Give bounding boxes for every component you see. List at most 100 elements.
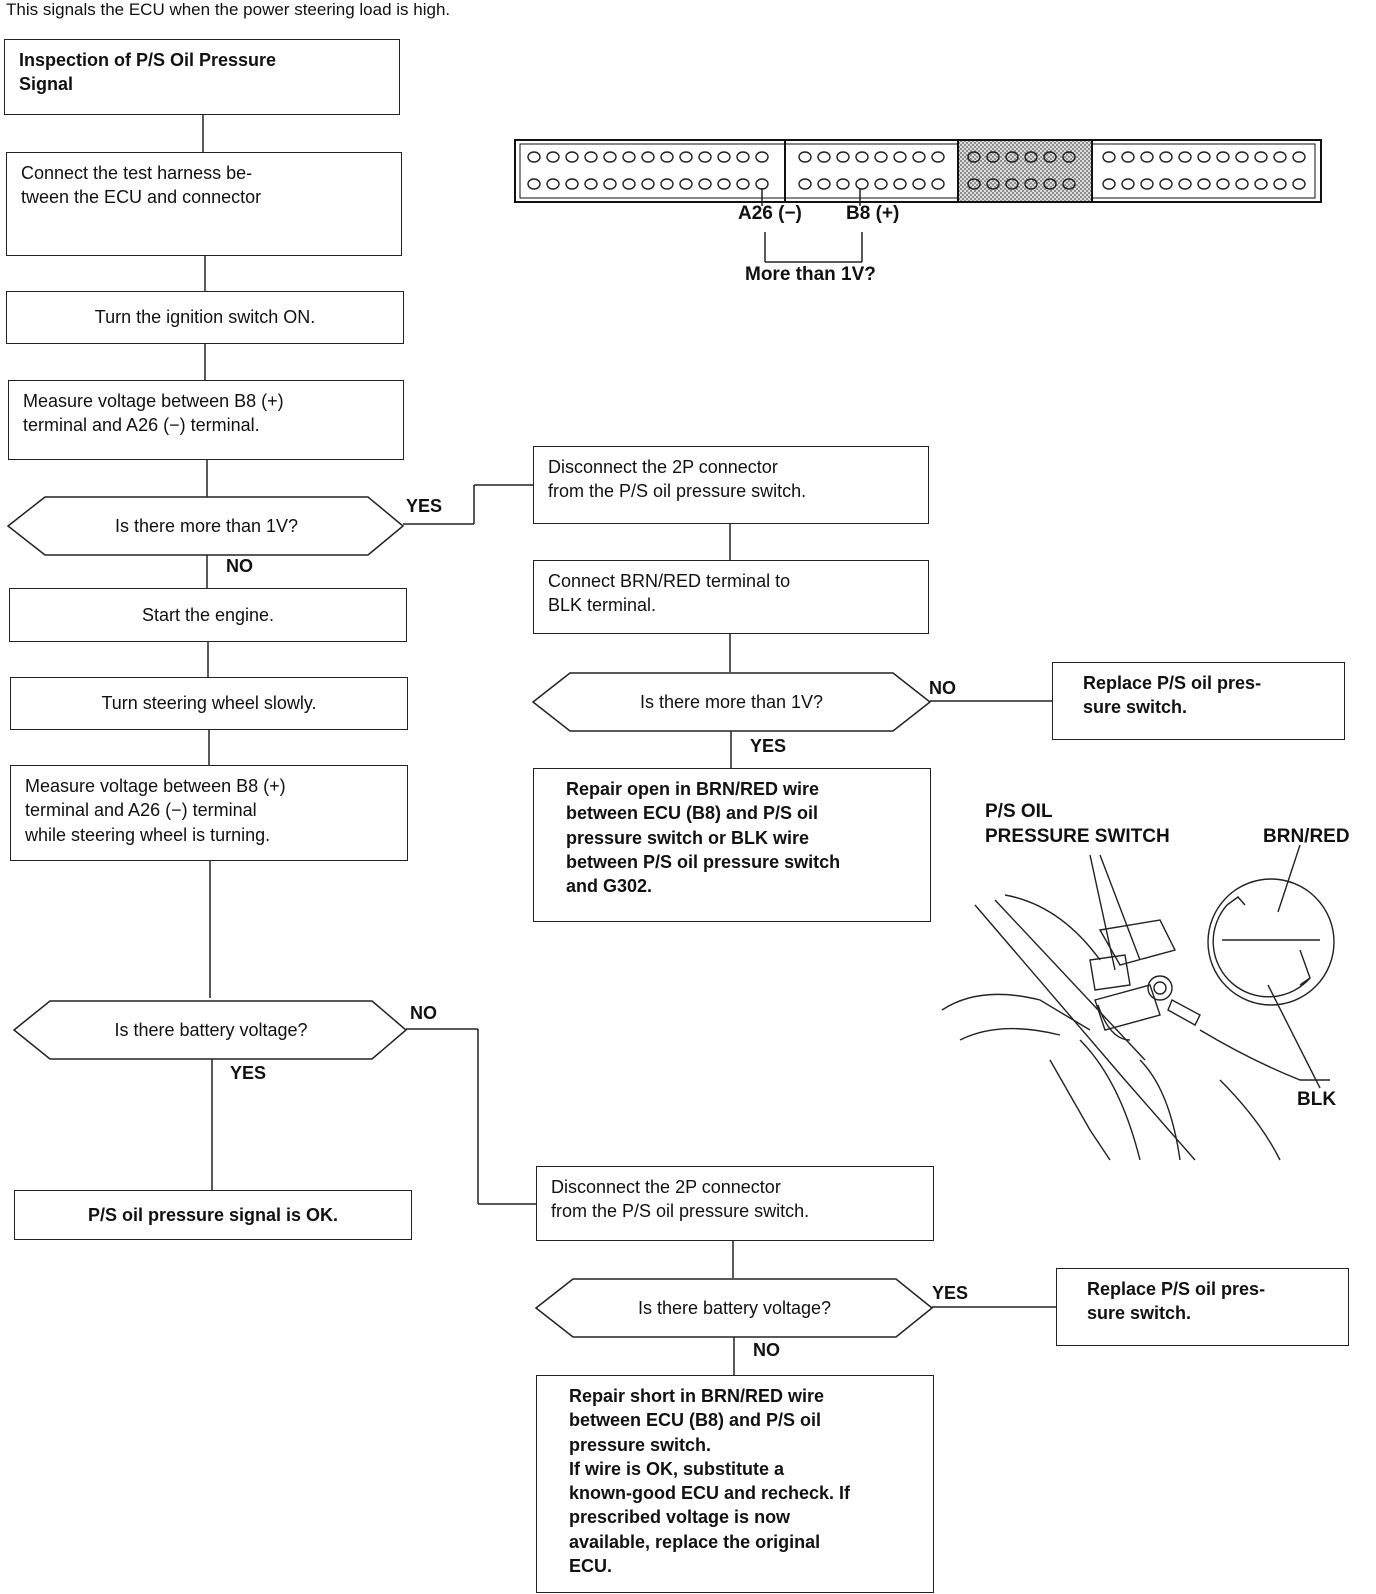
result-repair-short-line-7: available, replace the original	[569, 1531, 821, 1552]
ecu-pin-hole	[1197, 178, 1211, 190]
ecu-pin-hole	[798, 151, 812, 163]
ecu-pin-hole	[527, 151, 541, 163]
step-disconnect-2p-lower: Disconnect the 2P connector from the P/S…	[536, 1166, 934, 1241]
step-disconnect-2p-lower-line-1: Disconnect the 2P connector	[551, 1177, 781, 1197]
step-measure-voltage-line-1: Measure voltage between B8 (+)	[23, 391, 284, 411]
decision-3-no-label: NO	[929, 678, 956, 698]
step-measure-while-turning: Measure voltage between B8 (+) terminal …	[10, 765, 408, 861]
ecu-pin-hole	[817, 178, 831, 190]
ecu-pin-hole	[1197, 151, 1211, 163]
ecu-pin-hole	[1254, 151, 1268, 163]
ecu-pin-hole	[798, 178, 812, 190]
ecu-pin-hole	[584, 178, 598, 190]
ecu-pin-hole	[1062, 151, 1076, 163]
ecu-pin-hole	[1235, 178, 1249, 190]
ecu-pin-hole	[1254, 178, 1268, 190]
decision-2-yes-label: YES	[230, 1063, 267, 1083]
step-connect-harness: Connect the test harness be- tween the E…	[6, 152, 402, 256]
result-repair-open-line-5: and G302.	[566, 876, 653, 897]
step-disconnect-2p-lower-line-2: from the P/S oil pressure switch.	[551, 1201, 810, 1222]
result-repair-short-line-5: known-good ECU and recheck. If	[569, 1483, 851, 1504]
ecu-pin-hole	[717, 151, 731, 163]
ecu-pin-hole	[855, 178, 869, 190]
ecu-pin-hole	[1292, 151, 1306, 163]
ecu-pin-hole	[698, 151, 712, 163]
ecu-pin-hole	[679, 178, 693, 190]
step-start-engine: Start the engine.	[9, 588, 407, 642]
ecu-pin-hole	[855, 151, 869, 163]
decision-2-no-label: NO	[410, 1003, 437, 1023]
ecu-pin-hole	[967, 178, 981, 190]
ecu-pin-hole	[755, 151, 769, 163]
decision-shape-4	[534, 1278, 934, 1338]
step-ignition-on: Turn the ignition switch ON.	[6, 291, 404, 344]
ecu-pin-hole	[736, 178, 750, 190]
brn-red-label: BRN/RED	[1263, 826, 1350, 847]
ecu-pin-hole	[874, 151, 888, 163]
decision-4-no-label: NO	[753, 1340, 780, 1360]
ecu-pin-hole	[641, 178, 655, 190]
step-disconnect-2p-upper-line-1: Disconnect the 2P connector	[548, 457, 778, 477]
decision-more-than-1v-right: Is there more than 1V?	[639, 691, 824, 712]
ecu-pin-hole	[1102, 178, 1116, 190]
decision-more-than-1v: Is there more than 1V?	[114, 515, 299, 536]
ecu-pin-hole	[1140, 178, 1154, 190]
ecu-question: More than 1V?	[745, 264, 876, 285]
ecu-pin-hole	[565, 151, 579, 163]
intro-text: This signals the ECU when the power stee…	[6, 0, 451, 19]
ecu-pin-hole	[603, 151, 617, 163]
switch-label: P/S OIL PRESSURE SWITCH	[985, 800, 1170, 849]
ecu-pin-hole	[931, 178, 945, 190]
result-replace-switch-lower-line-1: Replace P/S oil pres-	[1087, 1279, 1266, 1299]
ecu-pin-hole	[836, 151, 850, 163]
ecu-pin-hole	[1005, 151, 1019, 163]
step-connect-harness-line-2: tween the ECU and connector	[21, 187, 262, 208]
blk-label: BLK	[1297, 1089, 1337, 1110]
ecu-pin-hole	[1024, 178, 1038, 190]
ecu-pin-hole	[1005, 178, 1019, 190]
ecu-pin-hole	[1216, 178, 1230, 190]
step-measure-voltage-line-2: terminal and A26 (−) terminal.	[23, 415, 260, 436]
switch-label-line-1: P/S OIL	[985, 801, 1053, 822]
result-repair-short-line-1: Repair short in BRN/RED wire	[569, 1386, 825, 1406]
ecu-pin-hole	[546, 178, 560, 190]
title-line-1: Inspection of P/S Oil Pressure	[19, 50, 277, 70]
step-measure-while-turning-line-1: Measure voltage between B8 (+)	[25, 776, 286, 796]
ecu-pin-hole	[1159, 178, 1173, 190]
ecu-pin-hole	[912, 178, 926, 190]
decision-4-yes-label: YES	[932, 1283, 969, 1303]
ecu-pin-hole	[527, 178, 541, 190]
ecu-pin-hole	[584, 151, 598, 163]
ecu-pin-hole	[1292, 178, 1306, 190]
ecu-pin-hole	[1178, 151, 1192, 163]
title-line-2: Signal	[19, 74, 74, 95]
step-disconnect-2p-upper-line-2: from the P/S oil pressure switch.	[548, 481, 807, 502]
step-measure-while-turning-line-2: terminal and A26 (−) terminal	[25, 800, 257, 821]
result-repair-short-line-8: ECU.	[569, 1556, 613, 1577]
ecu-pin-hole	[679, 151, 693, 163]
result-repair-open: Repair open in BRN/RED wire between ECU …	[533, 768, 931, 922]
step-measure-voltage: Measure voltage between B8 (+) terminal …	[8, 380, 404, 460]
result-replace-switch-upper-line-1: Replace P/S oil pres-	[1083, 673, 1262, 693]
result-repair-short-line-3: pressure switch.	[569, 1434, 712, 1455]
result-repair-open-line-4: between P/S oil pressure switch	[566, 851, 841, 872]
ecu-pin-hole	[1273, 151, 1287, 163]
result-replace-switch-upper: Replace P/S oil pres- sure switch.	[1052, 662, 1345, 740]
ecu-pin-hole	[1024, 151, 1038, 163]
step-connect-brn-red-line-2: BLK terminal.	[548, 595, 657, 616]
result-repair-open-line-2: between ECU (B8) and P/S oil	[566, 803, 819, 824]
ecu-pin-hole	[736, 151, 750, 163]
result-repair-open-line-3: pressure switch or BLK wire	[566, 827, 810, 848]
ecu-pin-hole	[986, 178, 1000, 190]
ecu-pins	[527, 151, 1306, 190]
step-connect-harness-line-1: Connect the test harness be-	[21, 163, 253, 183]
ecu-pin-hole	[931, 151, 945, 163]
ecu-pin-hole	[893, 151, 907, 163]
ecu-pin-hole	[967, 151, 981, 163]
result-replace-switch-lower-line-2: sure switch.	[1087, 1303, 1192, 1324]
ecu-pin-hole	[622, 178, 636, 190]
step-disconnect-2p-upper: Disconnect the 2P connector from the P/S…	[533, 446, 929, 524]
decision-battery-voltage-left: Is there battery voltage?	[114, 1019, 308, 1040]
